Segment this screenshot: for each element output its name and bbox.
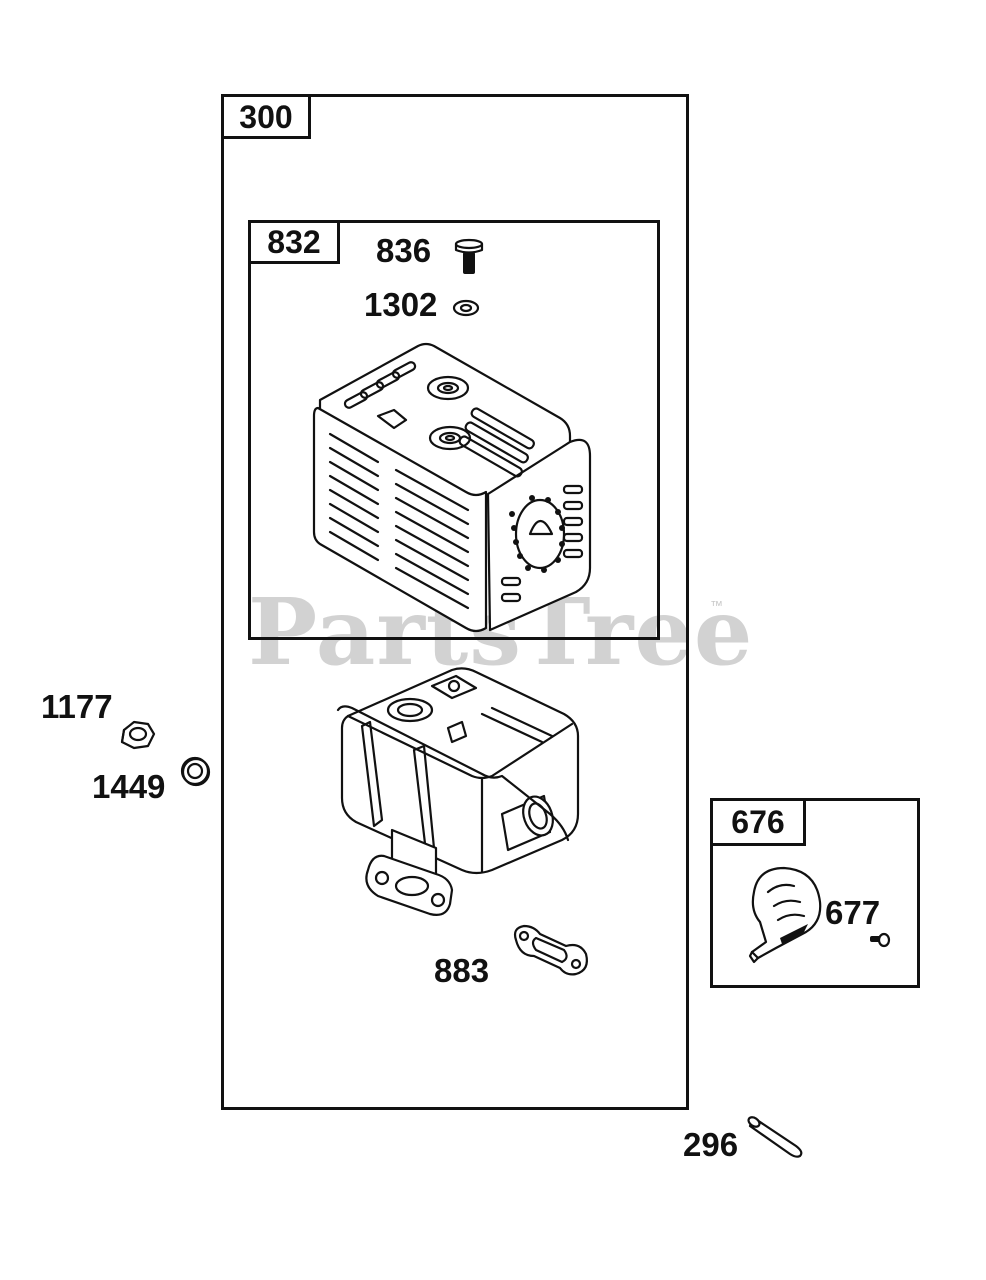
lock-washer-1449-icon[interactable] [178,754,212,788]
callout-1449[interactable]: 1449 [92,768,166,805]
assembly-box-300 [221,94,689,1110]
washer-1302-icon[interactable] [452,298,480,318]
callout-836[interactable]: 836 [376,232,432,269]
callout-883[interactable]: 883 [434,952,490,989]
pin-296-icon[interactable] [746,1112,808,1160]
callout-1302[interactable]: 1302 [364,286,438,323]
spark-arrestor-guard-icon[interactable] [746,862,826,966]
callout-1177[interactable]: 1177 [41,688,113,725]
bolt-836-icon[interactable] [452,238,486,278]
heat-shield-832-icon[interactable] [308,338,598,633]
watermark-trademark: ™ [710,598,723,613]
assembly-label-300: 300 [221,94,311,139]
callout-296[interactable]: 296 [683,1126,739,1163]
assembly-box-832 [248,220,660,640]
screw-677-icon[interactable] [868,930,892,950]
callout-677[interactable]: 677 [825,894,881,931]
assembly-label-676: 676 [710,798,806,846]
assembly-label-832: 832 [248,220,340,264]
gasket-883-icon[interactable] [510,920,592,982]
muffler-icon[interactable] [332,664,582,920]
nut-1177-icon[interactable] [118,718,158,754]
assembly-box-676 [710,798,920,988]
